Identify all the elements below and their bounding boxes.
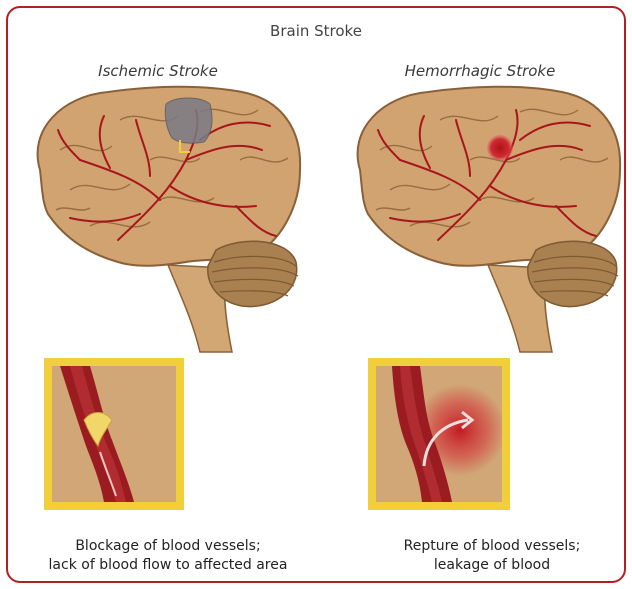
- caption-ischemic-line1: Blockage of blood vessels;: [18, 537, 318, 556]
- ischemic-brain: [38, 87, 301, 352]
- diagram-title: Brain Stroke: [0, 22, 632, 40]
- ischemic-inset: [44, 358, 184, 510]
- caption-hemorrhagic-line1: Repture of blood vessels;: [342, 537, 632, 556]
- caption-hemorrhagic-line2: leakage of blood: [342, 556, 632, 575]
- hemorrhagic-brain: [358, 87, 621, 352]
- cerebellum-left: [208, 241, 297, 306]
- hemorrhagic-inset: [368, 358, 510, 510]
- caption-ischemic-line2: lack of blood flow to affected area: [18, 556, 318, 575]
- cerebrum-right: [358, 87, 621, 266]
- caption-hemorrhagic: Repture of blood vessels; leakage of blo…: [342, 537, 632, 575]
- heading-ischemic: Ischemic Stroke: [38, 62, 278, 80]
- heading-hemorrhagic: Hemorrhagic Stroke: [360, 62, 600, 80]
- hemorrhage-spot: [487, 135, 513, 161]
- cerebellum-right: [528, 241, 617, 306]
- clot-area: [165, 98, 212, 143]
- caption-ischemic: Blockage of blood vessels; lack of blood…: [18, 537, 318, 575]
